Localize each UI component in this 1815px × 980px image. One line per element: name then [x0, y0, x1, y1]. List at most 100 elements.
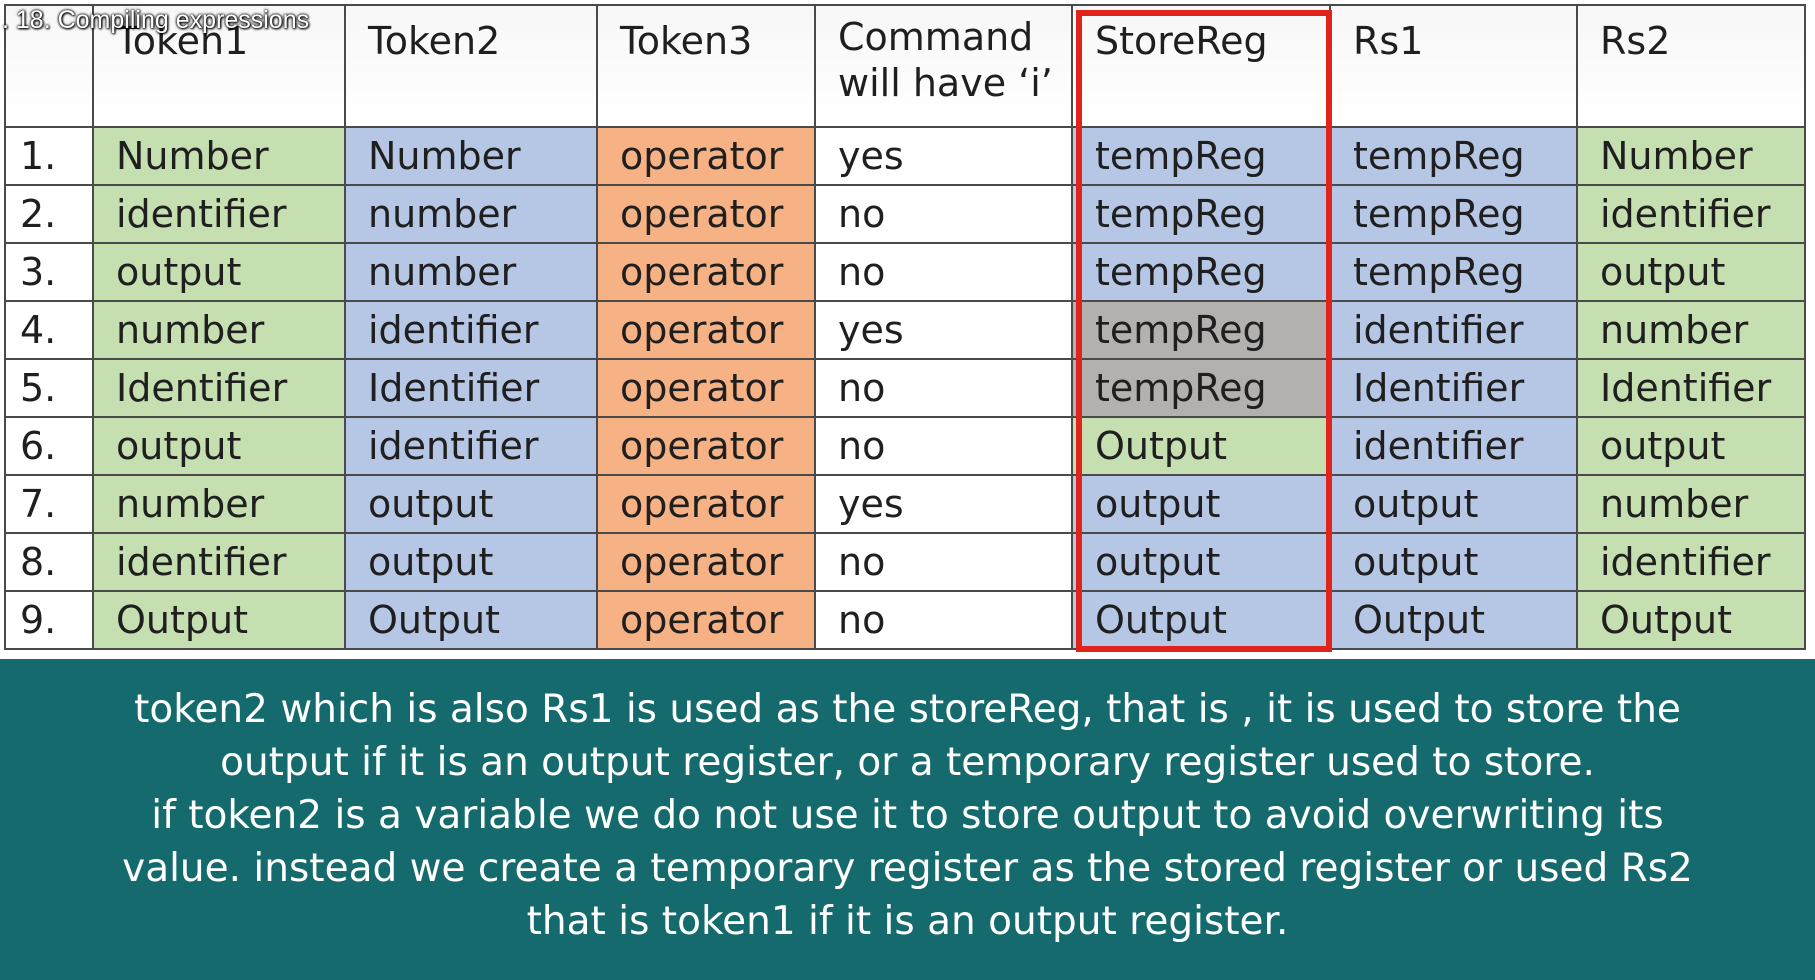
- token3-cell: operator: [596, 590, 816, 650]
- header-command-i: Command will have ‘i’: [814, 4, 1073, 128]
- row-number: 5.: [4, 358, 94, 418]
- table-header-row: Token1 Token2 Token3 Command will have ‘…: [4, 4, 1806, 128]
- caption-panel: token2 which is also Rs1 is used as the …: [0, 659, 1815, 980]
- header-token1: Token1: [92, 4, 346, 128]
- token2-cell: Number: [344, 126, 598, 186]
- storereg-cell: Output: [1071, 590, 1331, 650]
- caption-line: if token2 is a variable we do not use it…: [151, 793, 1664, 838]
- token3-cell: operator: [596, 126, 816, 186]
- header-storereg: StoreReg: [1071, 4, 1331, 128]
- token1-cell: number: [92, 300, 346, 360]
- storereg-cell: Output: [1071, 416, 1331, 476]
- token1-cell: Output: [92, 590, 346, 650]
- command-i-cell: no: [814, 242, 1073, 302]
- token1-cell: output: [92, 242, 346, 302]
- token1-cell: number: [92, 474, 346, 534]
- rs1-cell: output: [1329, 532, 1578, 592]
- header-token2: Token2: [344, 4, 598, 128]
- table-row: 2. identifier number operator no tempReg…: [4, 184, 1806, 244]
- caption-line: value. instead we create a temporary reg…: [122, 846, 1693, 891]
- command-i-cell: no: [814, 184, 1073, 244]
- rs1-cell: identifier: [1329, 300, 1578, 360]
- token3-cell: operator: [596, 416, 816, 476]
- token2-cell: Identifier: [344, 358, 598, 418]
- token3-cell: operator: [596, 300, 816, 360]
- storereg-cell: tempReg: [1071, 126, 1331, 186]
- rs2-cell: output: [1576, 242, 1806, 302]
- header-rs2: Rs2: [1576, 4, 1806, 128]
- header-token3: Token3: [596, 4, 816, 128]
- command-i-cell: no: [814, 532, 1073, 592]
- token3-cell: operator: [596, 184, 816, 244]
- token2-cell: identifier: [344, 416, 598, 476]
- caption-line: that is token1 if it is an output regist…: [526, 899, 1289, 944]
- token1-cell: Number: [92, 126, 346, 186]
- token2-cell: number: [344, 184, 598, 244]
- command-i-cell: yes: [814, 474, 1073, 534]
- row-number: 9.: [4, 590, 94, 650]
- rs2-cell: identifier: [1576, 532, 1806, 592]
- table-row: 6. output identifier operator no Output …: [4, 416, 1806, 476]
- storereg-cell: output: [1071, 532, 1331, 592]
- row-number: 1.: [4, 126, 94, 186]
- token1-cell: identifier: [92, 532, 346, 592]
- rs2-cell: number: [1576, 474, 1806, 534]
- token3-cell: operator: [596, 242, 816, 302]
- row-number: 7.: [4, 474, 94, 534]
- rs2-cell: identifier: [1576, 184, 1806, 244]
- rs2-cell: Output: [1576, 590, 1806, 650]
- token2-cell: output: [344, 532, 598, 592]
- rs2-cell: Identifier: [1576, 358, 1806, 418]
- token1-cell: identifier: [92, 184, 346, 244]
- row-number: 2.: [4, 184, 94, 244]
- storereg-cell: tempReg: [1071, 358, 1331, 418]
- row-number: 8.: [4, 532, 94, 592]
- token-register-table: Token1 Token2 Token3 Command will have ‘…: [4, 4, 1806, 650]
- rs1-cell: Identifier: [1329, 358, 1578, 418]
- table-row: 1. Number Number operator yes tempReg te…: [4, 126, 1806, 186]
- row-number: 6.: [4, 416, 94, 476]
- header-index: [4, 4, 94, 128]
- command-i-cell: no: [814, 416, 1073, 476]
- token3-cell: operator: [596, 474, 816, 534]
- token1-cell: Identifier: [92, 358, 346, 418]
- rs1-cell: identifier: [1329, 416, 1578, 476]
- token2-cell: Output: [344, 590, 598, 650]
- rs2-cell: Number: [1576, 126, 1806, 186]
- command-i-cell: no: [814, 590, 1073, 650]
- rs1-cell: tempReg: [1329, 242, 1578, 302]
- token1-cell: output: [92, 416, 346, 476]
- table-row: 7. number output operator yes output out…: [4, 474, 1806, 534]
- token2-cell: number: [344, 242, 598, 302]
- rs2-cell: number: [1576, 300, 1806, 360]
- rs1-cell: tempReg: [1329, 126, 1578, 186]
- token2-cell: output: [344, 474, 598, 534]
- rs1-cell: tempReg: [1329, 184, 1578, 244]
- row-number: 4.: [4, 300, 94, 360]
- command-i-cell: yes: [814, 300, 1073, 360]
- header-rs1: Rs1: [1329, 4, 1578, 128]
- caption-line: token2 which is also Rs1 is used as the …: [134, 687, 1681, 732]
- caption-line: output if it is an output register, or a…: [220, 740, 1595, 785]
- token3-cell: operator: [596, 358, 816, 418]
- rs1-cell: Output: [1329, 590, 1578, 650]
- storereg-cell: tempReg: [1071, 242, 1331, 302]
- table-row: 9. Output Output operator no Output Outp…: [4, 590, 1806, 650]
- token2-cell: identifier: [344, 300, 598, 360]
- rs1-cell: output: [1329, 474, 1578, 534]
- command-i-cell: yes: [814, 126, 1073, 186]
- token3-cell: operator: [596, 532, 816, 592]
- storereg-cell: output: [1071, 474, 1331, 534]
- video-title: . 18. Compiling expressions: [2, 6, 310, 34]
- rs2-cell: output: [1576, 416, 1806, 476]
- header-command-i-label: Command will have ‘i’: [838, 15, 1053, 105]
- table-row: 8. identifier output operator no output …: [4, 532, 1806, 592]
- table-row: 3. output number operator no tempReg tem…: [4, 242, 1806, 302]
- storereg-cell: tempReg: [1071, 300, 1331, 360]
- table-row: 5. Identifier Identifier operator no tem…: [4, 358, 1806, 418]
- command-i-cell: no: [814, 358, 1073, 418]
- row-number: 3.: [4, 242, 94, 302]
- storereg-cell: tempReg: [1071, 184, 1331, 244]
- table-row: 4. number identifier operator yes tempRe…: [4, 300, 1806, 360]
